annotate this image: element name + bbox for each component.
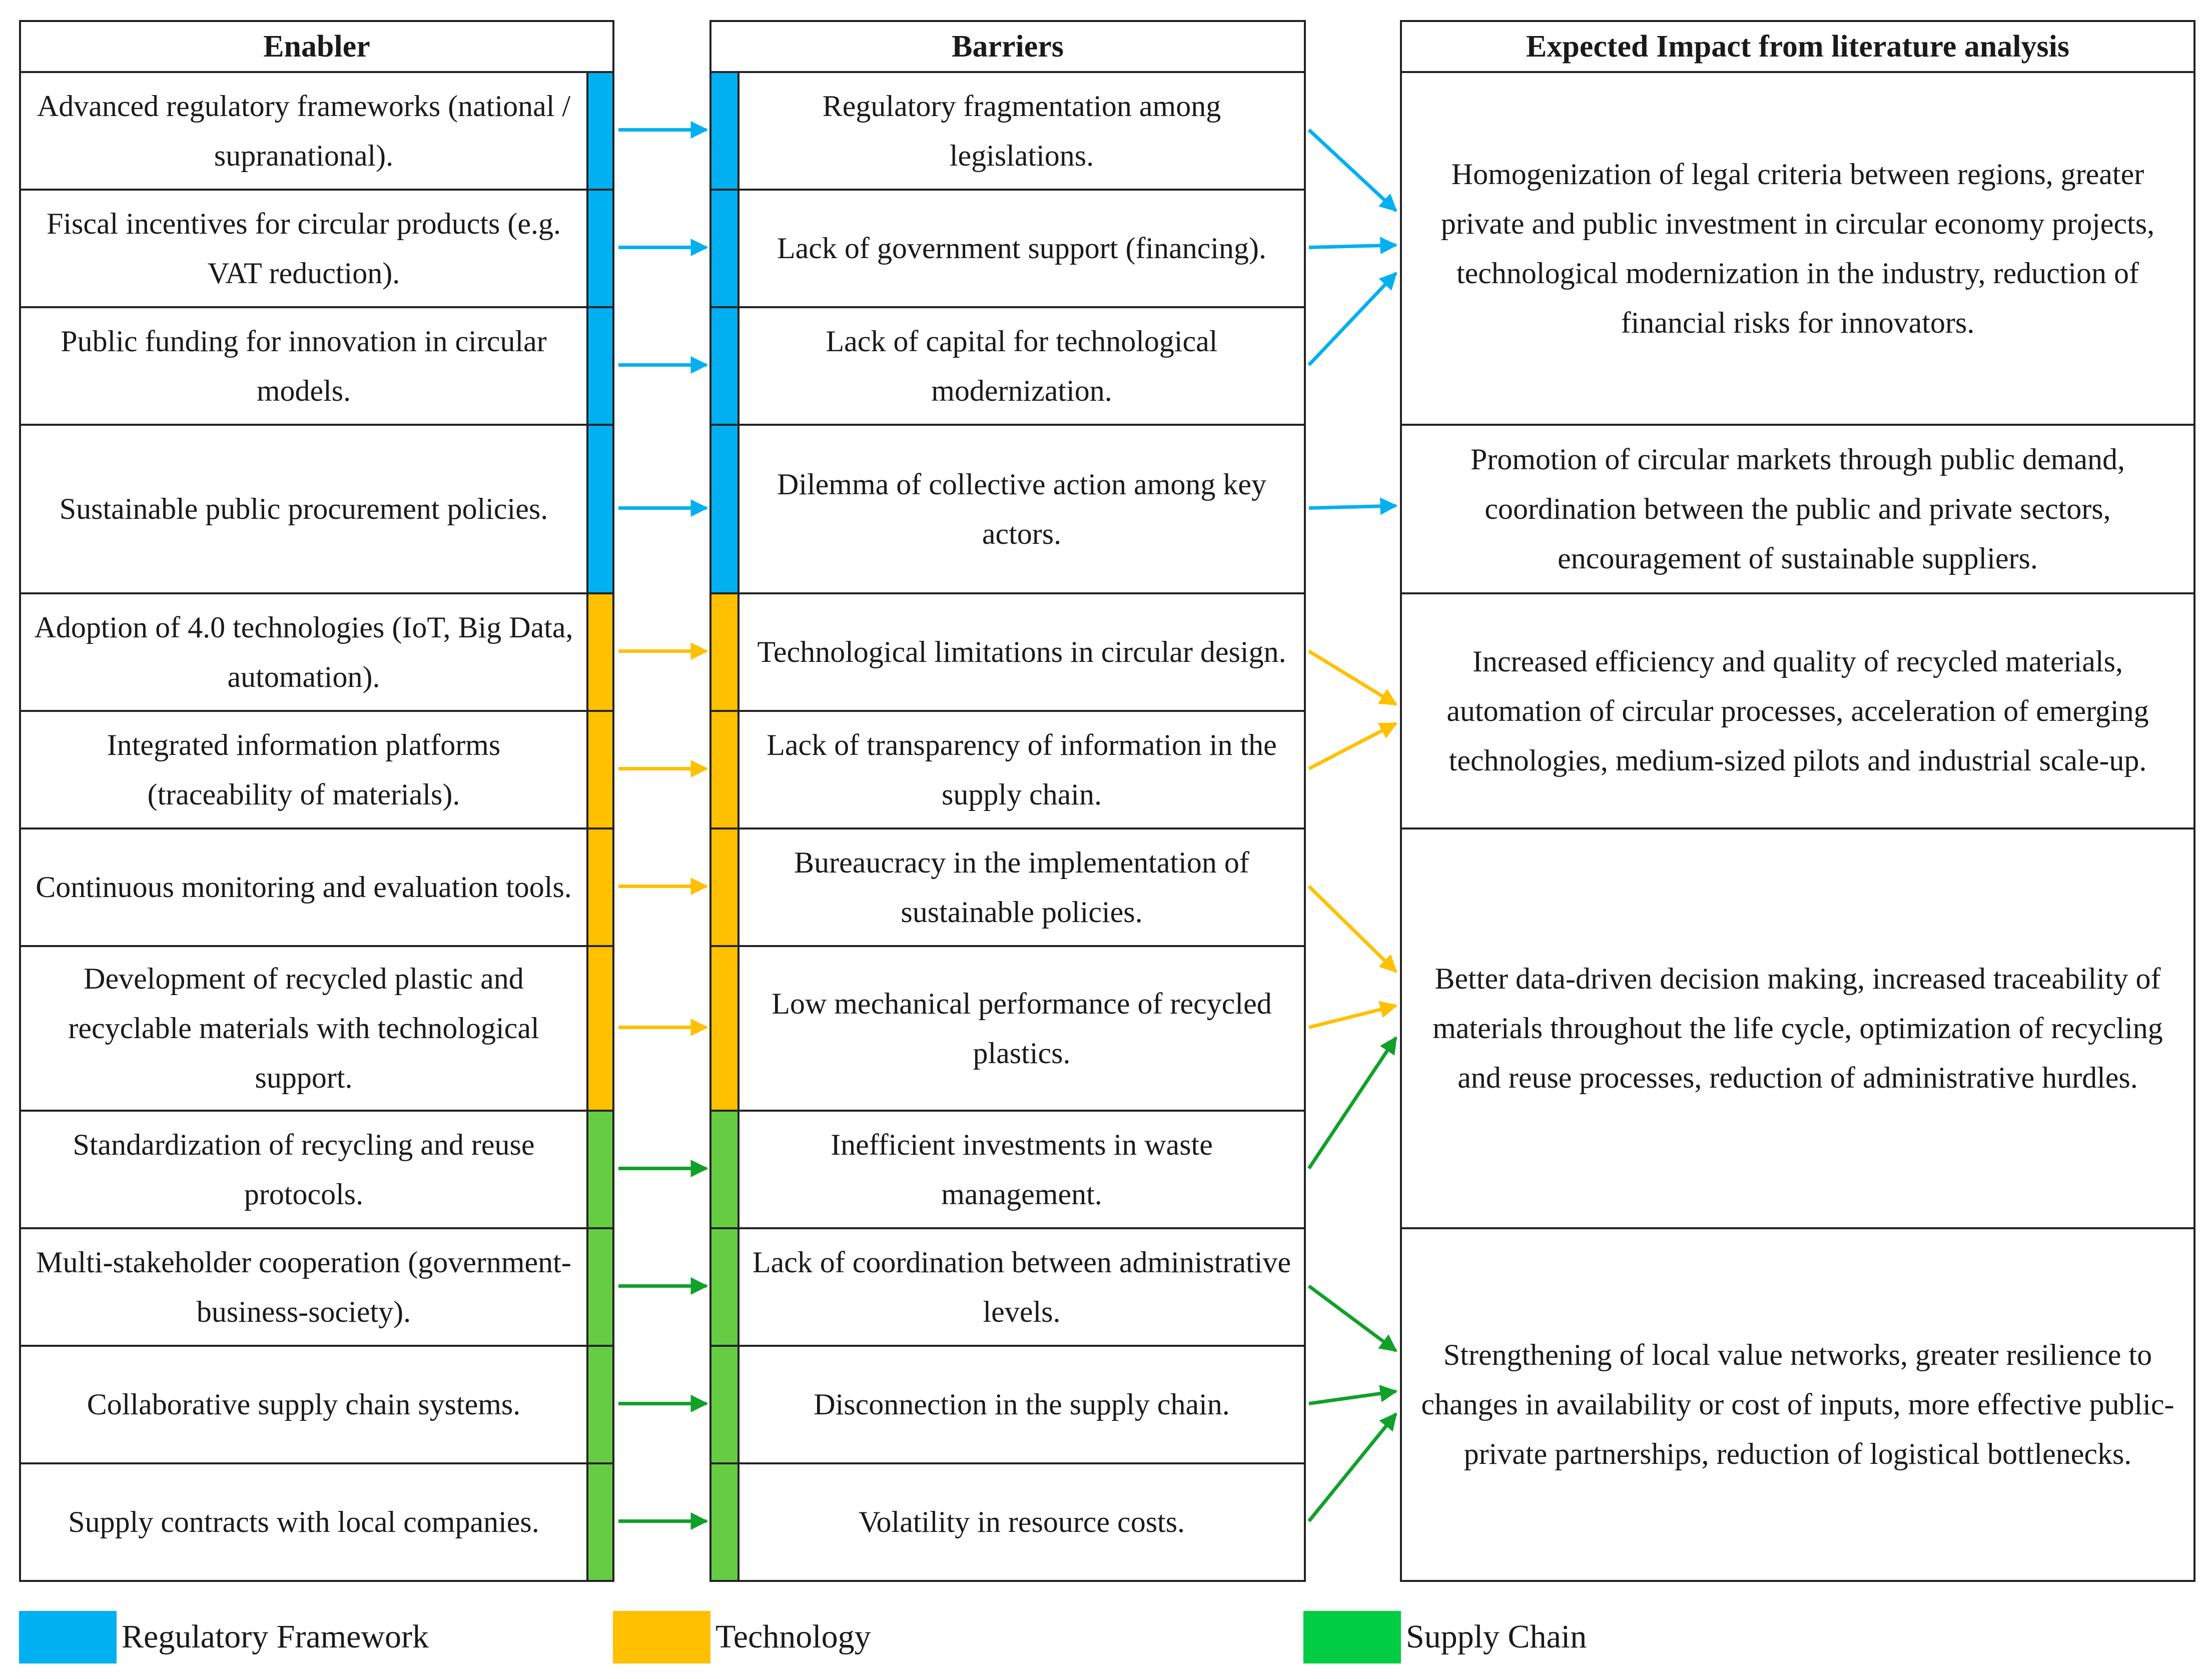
barrier-box: Technological limitations in circular de… <box>738 592 1306 712</box>
barrier-box: Lack of coordination between administrat… <box>738 1227 1306 1347</box>
enabler-box: Adoption of 4.0 technologies (IoT, Big D… <box>19 592 588 712</box>
barrier-to-impact-arrow <box>1307 272 1397 366</box>
legend-swatch <box>613 1611 710 1663</box>
impact-box: Homogenization of legal criteria between… <box>1400 71 2195 426</box>
enabler-box: Public funding for innovation in circula… <box>19 306 588 426</box>
barrier-to-impact-arrow <box>1308 1001 1398 1029</box>
barrier-box: Dilemma of collective action among key a… <box>738 424 1306 594</box>
barrier-to-impact-arrow <box>1308 497 1398 515</box>
enabler-box: Continuous monitoring and evaluation too… <box>19 827 588 947</box>
legend-swatch <box>1303 1611 1401 1663</box>
barrier-to-impact-arrow <box>1308 1385 1398 1405</box>
barrier-box: Lack of government support (financing). <box>738 189 1306 308</box>
barrier-to-impact-arrow <box>1308 649 1397 706</box>
barrier-category-strip <box>709 71 740 191</box>
barrier-box: Inefficient investments in waste managem… <box>738 1110 1306 1229</box>
impact-box: Strengthening of local value networks, g… <box>1400 1227 2195 1582</box>
enabler-box: Collaborative supply chain systems. <box>19 1345 588 1464</box>
barrier-box: Low mechanical performance of recycled p… <box>738 945 1306 1112</box>
barrier-box: Disconnection in the supply chain. <box>738 1345 1306 1464</box>
enabler-category-strip <box>586 1110 614 1229</box>
legend-label: Technology <box>715 1618 871 1655</box>
enabler-category-strip <box>586 710 614 829</box>
barrier-box: Bureaucracy in the implementation of sus… <box>738 827 1306 947</box>
enabler-category-strip <box>586 1462 614 1582</box>
enabler-category-strip <box>586 1345 614 1464</box>
barrier-box: Volatility in resource costs. <box>738 1462 1306 1582</box>
enabler-category-strip <box>586 424 614 594</box>
legend-swatch <box>19 1611 117 1663</box>
enabler-box: Supply contracts with local companies. <box>19 1462 588 1582</box>
barrier-to-impact-arrow <box>1307 128 1397 212</box>
enabler-category-strip <box>586 71 614 191</box>
enabler-column-header: Enabler <box>19 20 614 73</box>
enabler-box: Advanced regulatory frameworks (national… <box>19 71 588 191</box>
barrier-to-impact-arrow <box>1307 885 1397 973</box>
barrier-to-impact-arrow <box>1308 721 1398 770</box>
enabler-category-strip <box>586 1227 614 1347</box>
enabler-box: Development of recycled plastic and recy… <box>19 945 588 1112</box>
impact-column-header: Expected Impact from literature analysis <box>1400 20 2195 73</box>
enabler-category-strip <box>586 592 614 712</box>
barrier-to-impact-arrow <box>1308 237 1398 255</box>
enabler-category-strip <box>586 827 614 947</box>
enabler-box: Sustainable public procurement policies. <box>19 424 588 594</box>
enabler-box: Fiscal incentives for circular products … <box>19 189 588 308</box>
barrier-category-strip <box>709 1227 740 1347</box>
legend-label: Supply Chain <box>1406 1618 1587 1655</box>
impact-box: Promotion of circular markets through pu… <box>1400 424 2195 594</box>
enabler-category-strip <box>586 189 614 308</box>
barrier-to-impact-arrow <box>1307 1412 1397 1522</box>
legend-label: Regulatory Framework <box>122 1618 429 1655</box>
barrier-category-strip <box>709 1345 740 1464</box>
barrier-to-impact-arrow <box>1307 1284 1397 1352</box>
barrier-box: Lack of transparency of information in t… <box>738 710 1306 829</box>
impact-box: Better data-driven decision making, incr… <box>1400 827 2195 1229</box>
barrier-to-impact-arrow <box>1307 1036 1397 1170</box>
impact-box: Increased efficiency and quality of recy… <box>1400 592 2195 829</box>
enabler-box: Integrated information platforms (tracea… <box>19 710 588 829</box>
